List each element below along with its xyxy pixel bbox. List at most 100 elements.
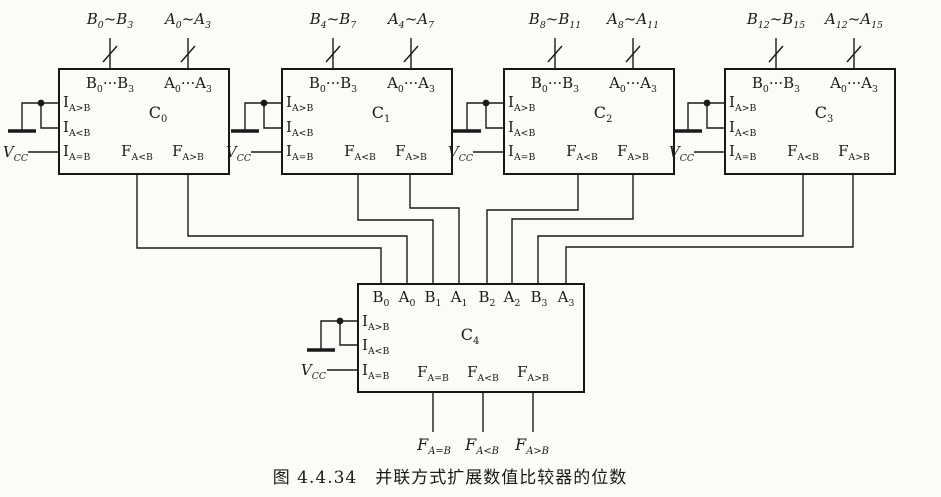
- cascade-input-label: IA<B: [286, 118, 314, 139]
- ground-wire: [687, 102, 724, 131]
- ground-wire: [320, 320, 357, 350]
- junction-dot: [482, 99, 490, 107]
- tie-wire: [40, 103, 58, 129]
- final-output-wires: [432, 393, 534, 432]
- bus-label: B0~B3: [86, 10, 134, 31]
- route-c0-falb-to-b0: [136, 175, 382, 283]
- comparator-group-c0: B0~B3 A0~A3 VCC B0···B3 A0···A3 IA>B IA<…: [0, 8, 238, 178]
- ground-wire: [466, 102, 503, 131]
- route-c1-falb-to-b1: [357, 175, 434, 283]
- bus-label: A8~A11: [606, 10, 659, 31]
- port-label: B0···B3: [530, 74, 580, 95]
- comparator-group-c1: B4~B7 A4~A7 VCC B0···B3 A0···A3 IA>B IA<…: [221, 8, 461, 178]
- port-label: A0···A3: [387, 74, 435, 95]
- comparator-box-c1: B0···B3 A0···A3 IA>B IA<B IA=B C1 FA<B F…: [281, 68, 453, 175]
- cascade-input-label: IA>B: [729, 93, 757, 114]
- bus-slash-icon: [547, 45, 563, 63]
- output-label: FA<B: [566, 142, 598, 163]
- port-label: A0···A3: [830, 74, 878, 95]
- cascade-input-label: IA=B: [63, 142, 91, 163]
- bus-label: A12~A15: [825, 10, 883, 31]
- bus-slash-icon: [403, 45, 419, 63]
- cascade-input-label: IA=B: [729, 142, 757, 163]
- port-label: A3: [557, 288, 575, 309]
- port-label: B2: [478, 288, 496, 309]
- route-c3-falb-to-b3: [537, 175, 804, 283]
- figure-caption: 图 4.4.34 并联方式扩展数值比较器的位数: [170, 463, 730, 488]
- tie-wire: [485, 103, 503, 129]
- cascade-input-label: IA=B: [286, 142, 314, 163]
- comparator-box-c2: B0···B3 A0···A3 IA>B IA<B IA=B C2 FA<B F…: [503, 68, 675, 175]
- cascade-input-label: IA<B: [63, 118, 91, 139]
- output-label: FA<B: [787, 142, 819, 163]
- output-label: FA=B: [417, 363, 449, 384]
- route-c1-fagb-to-a1: [409, 175, 460, 283]
- vcc-label: VCC: [668, 143, 694, 164]
- output-label: FA<B: [121, 142, 153, 163]
- output-label: FA>B: [395, 142, 427, 163]
- tie-wire: [706, 103, 724, 129]
- output-label: FA>B: [517, 363, 549, 384]
- bus-label: B8~B11: [528, 10, 582, 31]
- cascade-input-label: IA<B: [362, 336, 390, 357]
- port-label: A0: [398, 288, 416, 309]
- route-c0-fagb-to-a0: [187, 175, 408, 283]
- cascade-input-label: IA>B: [508, 93, 536, 114]
- port-label: A0···A3: [609, 74, 657, 95]
- external-output-label: FA<B: [465, 435, 499, 458]
- comparator-name: C2: [593, 103, 613, 126]
- tie-wire: [339, 321, 357, 346]
- external-output-label: FA>B: [515, 435, 549, 458]
- bus-slash-icons: [102, 45, 862, 63]
- cascade-input-label: IA>B: [362, 312, 390, 333]
- output-label: FA>B: [172, 142, 204, 163]
- figure-title: 并联方式扩展数值比较器的位数: [375, 468, 628, 488]
- output-label: FA<B: [467, 363, 499, 384]
- bus-slash-icon: [768, 45, 784, 63]
- ground-icons: [8, 129, 702, 352]
- junction-dot: [260, 99, 268, 107]
- output-label: FA<B: [344, 142, 376, 163]
- port-label: B0···B3: [85, 74, 135, 95]
- bus-label: B12~B15: [746, 10, 806, 31]
- comparator-box-c4: B0 A0 B1 A1 B2 A2 B3 A3 IA>B IA<B IA=B C…: [357, 283, 585, 393]
- comparator-box-c0: B0···B3 A0···A3 IA>B IA<B IA=B C0 FA<B F…: [58, 68, 230, 175]
- comparator-box-c3: B0···B3 A0···A3 IA>B IA<B IA=B C3 FA<B F…: [724, 68, 896, 175]
- bus-label: A4~A7: [387, 10, 435, 31]
- comparator-name: C3: [814, 103, 834, 126]
- comparator-group-c3: B12~B15 A12~A15 VCC B0···B3 A0···A3 IA>B…: [664, 8, 904, 178]
- cascade-input-label: IA<B: [508, 118, 536, 139]
- bus-slash-icon: [325, 45, 341, 63]
- route-c3-fagb-to-a3: [565, 175, 854, 283]
- comparator-name: C1: [371, 103, 391, 126]
- cascade-input-label: IA<B: [729, 118, 757, 139]
- junction-dot: [37, 99, 45, 107]
- figure-number: 图 4.4.34: [272, 468, 358, 488]
- port-label: A2: [503, 288, 521, 309]
- junction-dots: [37, 99, 711, 325]
- cascade-input-label: IA=B: [362, 361, 390, 382]
- vcc-label: VCC: [447, 143, 473, 164]
- ground-wire: [21, 102, 58, 131]
- port-label: A1: [450, 288, 468, 309]
- bus-slash-icon: [625, 45, 641, 63]
- port-label: A0···A3: [164, 74, 212, 95]
- port-label: B0···B3: [308, 74, 358, 95]
- vcc-label: VCC: [2, 143, 28, 164]
- comparator-group-c2: B8~B11 A8~A11 VCC B0···B3 A0···A3 IA>B I…: [443, 8, 683, 178]
- vcc-label: VCC: [300, 361, 326, 382]
- bus-label: A0~A3: [164, 10, 212, 31]
- junction-dot: [703, 99, 711, 107]
- comparator-name: C0: [148, 103, 168, 126]
- port-label: B1: [424, 288, 442, 309]
- cascade-input-label: IA>B: [286, 93, 314, 114]
- bus-slash-icon: [846, 45, 862, 63]
- route-c2-falb-to-b2: [486, 175, 579, 283]
- cascade-input-wiring: [21, 102, 724, 371]
- output-routing-wires: [136, 175, 854, 283]
- ground-wire: [244, 102, 281, 131]
- output-label: FA>B: [617, 142, 649, 163]
- comparator-name: C4: [460, 325, 480, 348]
